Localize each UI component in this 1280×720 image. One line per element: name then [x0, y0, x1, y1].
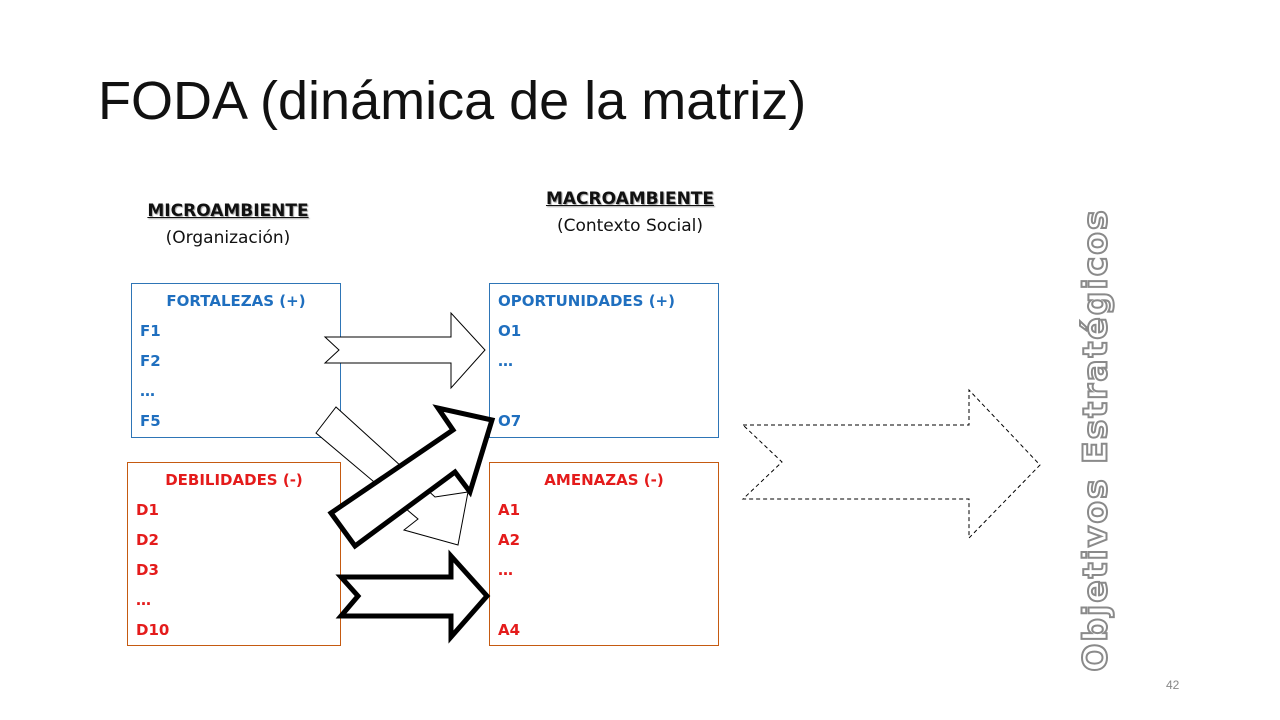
debilidades-item: D10 [136, 621, 170, 639]
amenazas-title: AMENAZAS (-) [544, 471, 664, 489]
fortalezas-item: F1 [140, 322, 161, 340]
debilidades-item: D3 [136, 561, 159, 579]
amenazas-box: AMENAZAS (-) A1 A2 … A4 [489, 462, 719, 646]
amenazas-item: A2 [498, 531, 521, 549]
slide-title: FODA (dinámica de la matriz) [98, 71, 807, 131]
page-number: 42 [1166, 678, 1180, 692]
macroambiente-sub: (Contexto Social) [556, 216, 704, 236]
objetivos-estrategicos-label: Objetivos Estratégicos [1075, 207, 1116, 672]
macroambiente-label: MACROAMBIENTE (Contexto Social) [520, 186, 740, 240]
oportunidades-item: … [498, 352, 513, 370]
debilidades-box: DEBILIDADES (-) D1 D2 D3 … D10 [127, 462, 341, 646]
microambiente-label: MICROAMBIENTE (Organización) [118, 198, 338, 252]
fortalezas-box: FORTALEZAS (+) F1 F2 … F5 [131, 283, 341, 438]
oportunidades-item: O7 [498, 412, 522, 430]
fortalezas-item: … [140, 382, 155, 400]
arrow-debilidades-oportunidades [327, 404, 496, 550]
arrow-debilidades-amenazas [335, 549, 491, 644]
microambiente-sub: (Organización) [165, 228, 291, 248]
oportunidades-title: OPORTUNIDADES (+) [498, 292, 675, 310]
arrow-objetivos-estrategicos [741, 388, 1041, 540]
oportunidades-box: OPORTUNIDADES (+) O1 … O7 [489, 283, 719, 438]
amenazas-item: A4 [498, 621, 521, 639]
fortalezas-title: FORTALEZAS (+) [166, 292, 306, 310]
fortalezas-item: F5 [140, 412, 161, 430]
arrow-fortalezas-oportunidades [323, 311, 486, 390]
microambiente-heading: MICROAMBIENTE [147, 201, 309, 221]
macroambiente-heading: MACROAMBIENTE [545, 189, 715, 209]
oportunidades-item: O1 [498, 322, 522, 340]
amenazas-item: … [498, 561, 513, 579]
debilidades-title: DEBILIDADES (-) [165, 471, 303, 489]
amenazas-item: A1 [498, 501, 521, 519]
debilidades-item: … [136, 591, 151, 609]
debilidades-item: D2 [136, 531, 159, 549]
debilidades-item: D1 [136, 501, 159, 519]
fortalezas-item: F2 [140, 352, 161, 370]
